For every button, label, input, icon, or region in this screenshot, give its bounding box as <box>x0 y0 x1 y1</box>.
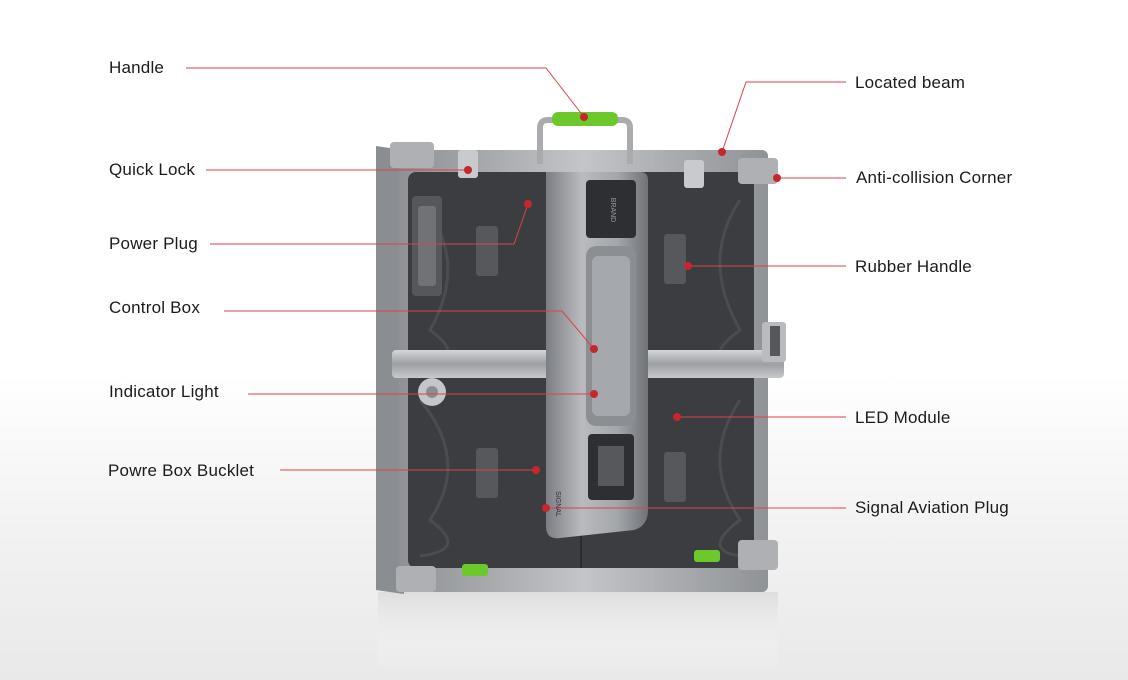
label-quick-lock: Quick Lock <box>109 160 196 179</box>
leader-dots <box>464 113 781 512</box>
label-rubber-handle: Rubber Handle <box>855 257 972 276</box>
floor-reflection <box>378 592 778 672</box>
brand-text: BRAND <box>609 198 616 223</box>
dot-indicator-light <box>590 390 598 398</box>
label-power-plug: Power Plug <box>109 234 198 253</box>
label-control-box: Control Box <box>109 298 201 317</box>
leader-control-box <box>224 310 595 350</box>
dot-quick-lock <box>464 166 472 174</box>
leader-handle <box>186 67 585 118</box>
label-indicator-light: Indicator Light <box>109 382 219 401</box>
cabinet-side <box>376 146 404 594</box>
dot-located-beam <box>718 148 726 156</box>
dot-control-box <box>590 345 598 353</box>
dot-rubber-handle <box>684 262 692 270</box>
dot-anti-collision <box>773 174 781 182</box>
label-power-box-bucklet: Powre Box Bucklet <box>108 461 255 480</box>
leader-located-beam <box>721 81 846 153</box>
label-led-module: LED Module <box>855 408 951 427</box>
dot-handle <box>580 113 588 121</box>
label-signal-aviation-plug: Signal Aviation Plug <box>855 498 1009 517</box>
label-located-beam: Located beam <box>855 73 966 92</box>
dot-led-module <box>673 413 681 421</box>
dot-power-box-bucklet <box>532 466 540 474</box>
signal-text: SIGNAL <box>554 491 561 517</box>
label-anti-collision-corner: Anti-collision Corner <box>856 168 1013 187</box>
dot-signal-plug <box>542 504 550 512</box>
leader-power-plug <box>210 203 529 245</box>
dot-power-plug <box>524 200 532 208</box>
label-handle: Handle <box>109 58 165 77</box>
leader-lines <box>186 67 846 509</box>
